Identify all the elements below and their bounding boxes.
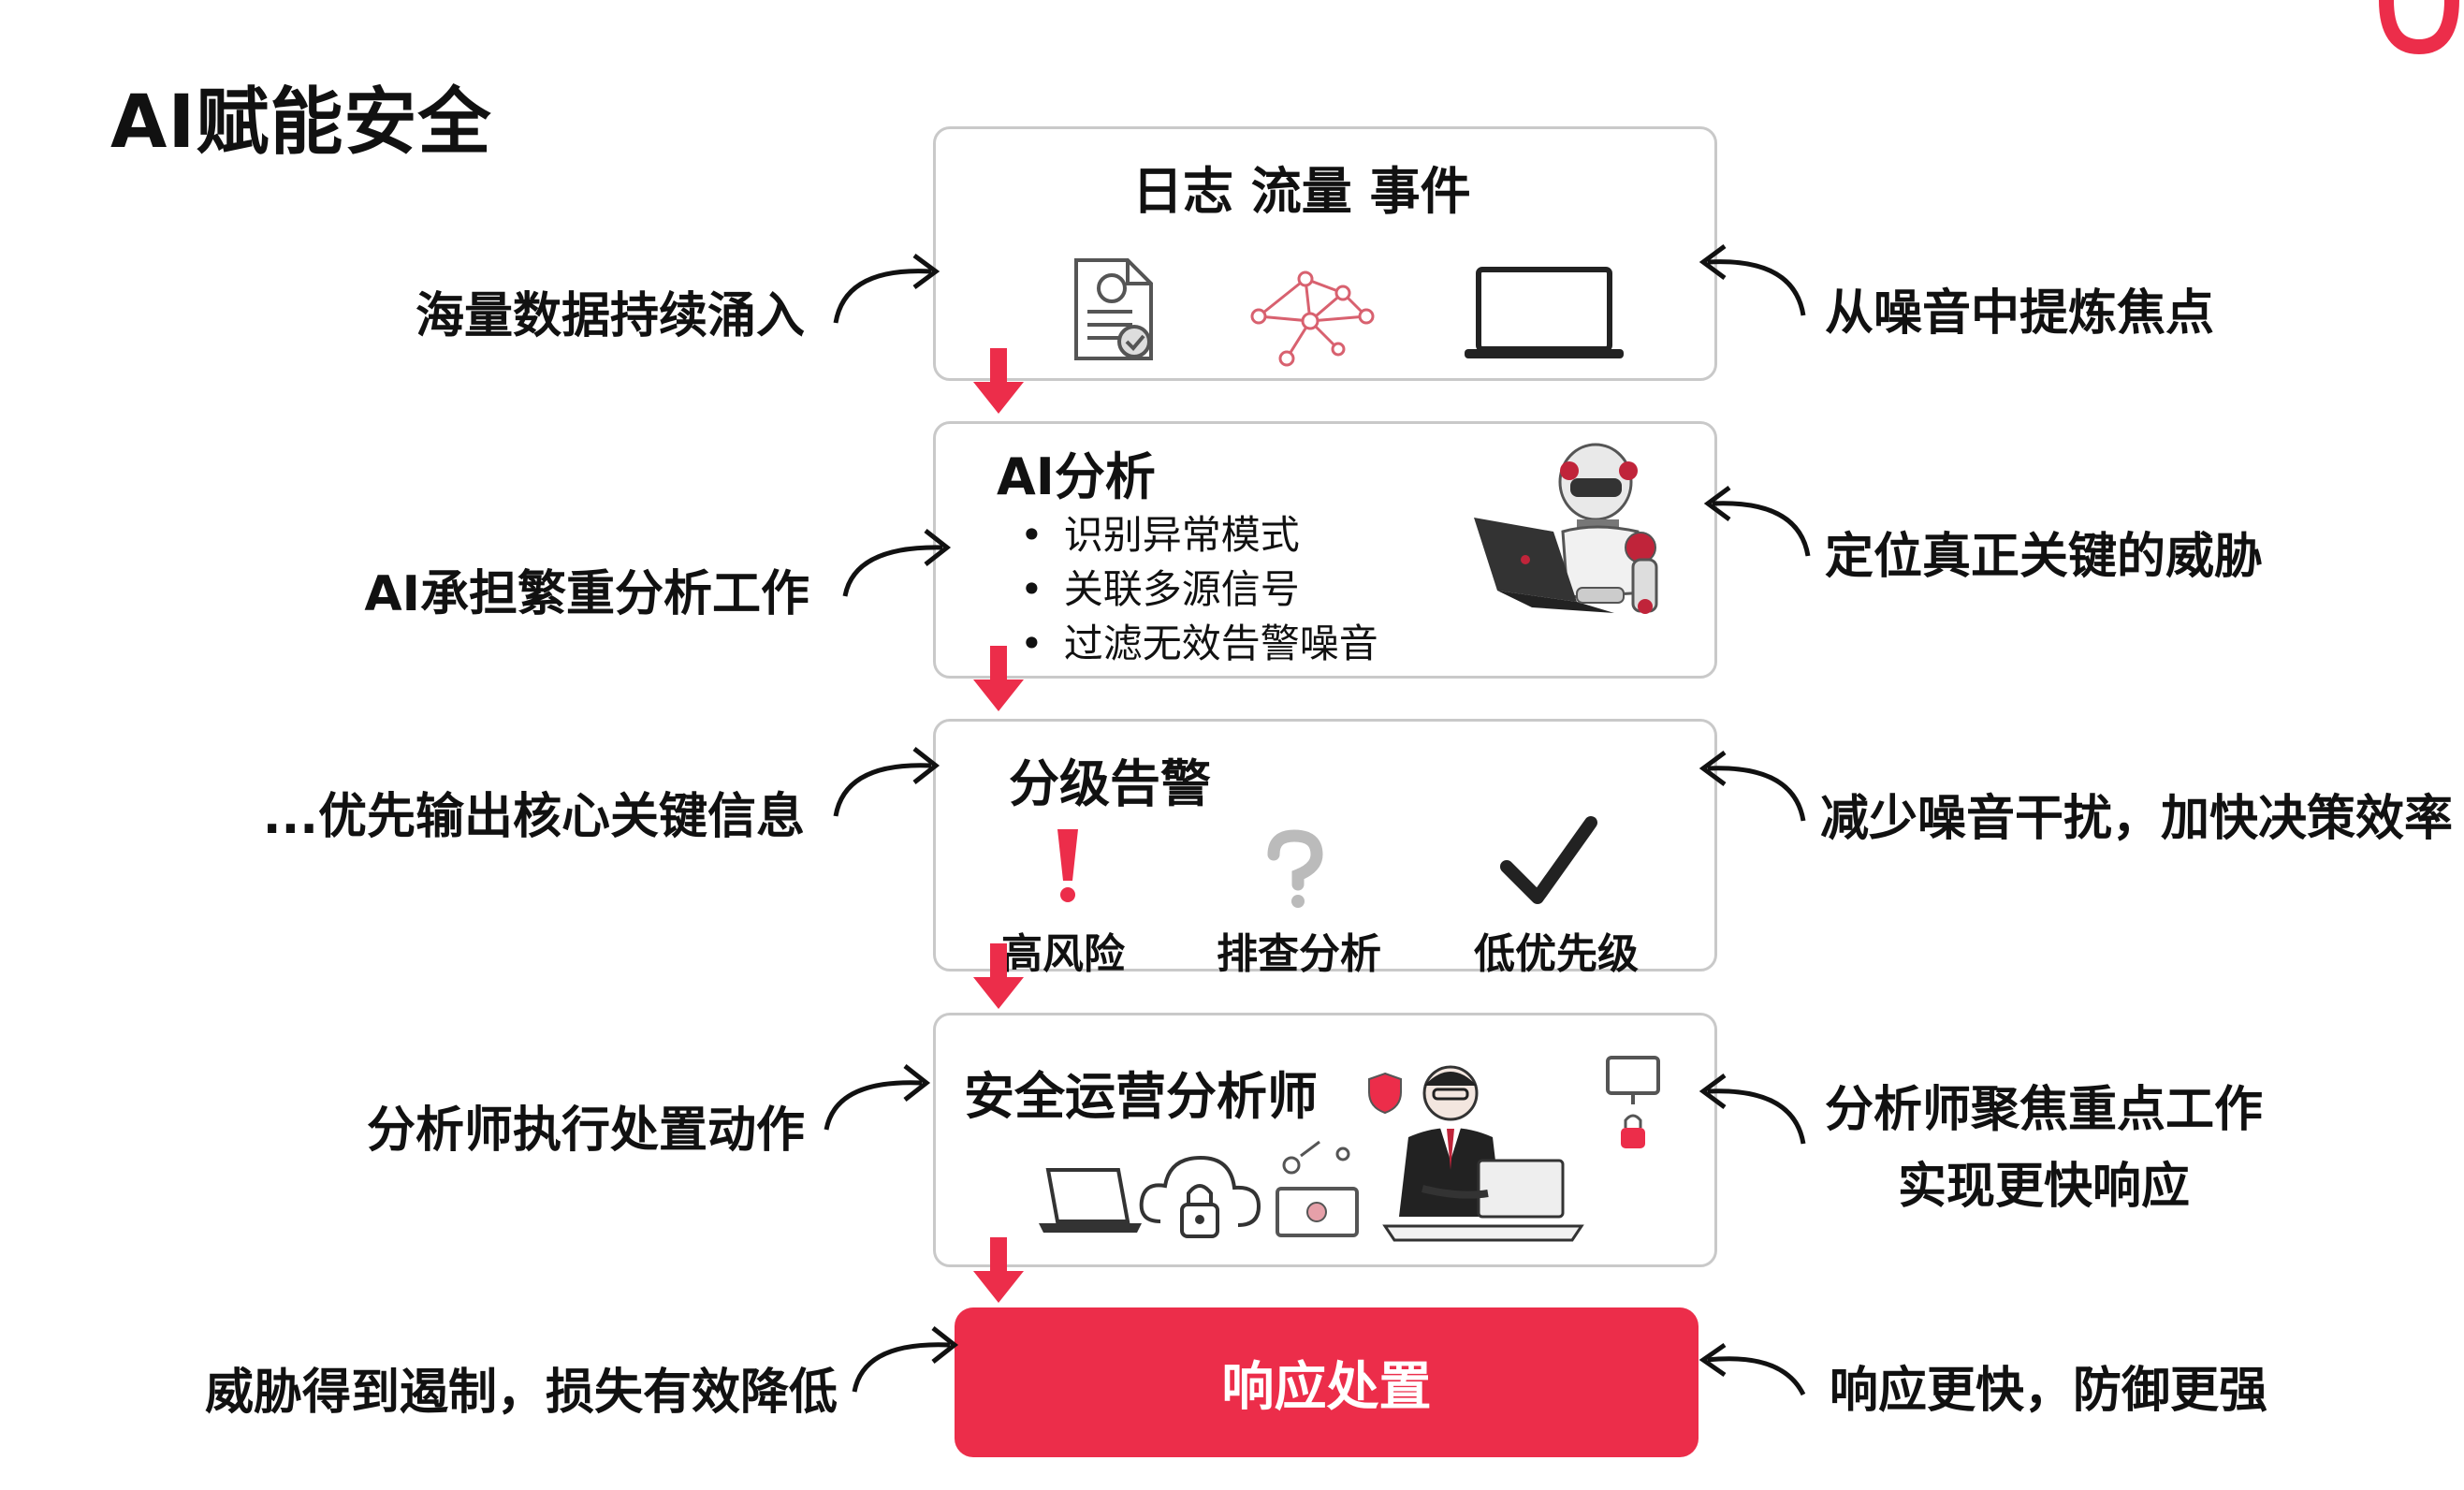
graded-alert-box: 分级告警 高风险 排查分析 低优先级 bbox=[933, 719, 1717, 978]
curved-arrow-icon bbox=[842, 529, 952, 597]
down-arrow-icon bbox=[973, 943, 1024, 1009]
soc-analyst-title: 安全运营分析师 bbox=[964, 1067, 1318, 1126]
curved-arrow-icon bbox=[833, 253, 940, 324]
network-graph-icon bbox=[1250, 270, 1375, 367]
curved-arrow-icon bbox=[1699, 1342, 1806, 1396]
right-note-4-line2: 实现更快响应 bbox=[1898, 1159, 2191, 1215]
graded-alert-title: 分级告警 bbox=[1009, 754, 1211, 813]
right-note-5: 响应更快，防御更强 bbox=[1830, 1363, 2268, 1419]
left-note-3: ...优先输出核心关键信息 bbox=[262, 789, 805, 845]
right-note-1: 从噪音中提炼焦点 bbox=[1825, 285, 2215, 342]
robot-analyst-icon bbox=[1474, 443, 1658, 614]
left-note-4: 分析师执行处置动作 bbox=[366, 1103, 805, 1159]
monitor-lock-icon bbox=[1606, 1056, 1660, 1148]
down-arrow-icon bbox=[973, 348, 1024, 414]
ai-analysis-box: AI分析 识别异常模式 关联多源信号 过滤无效告警噪音 bbox=[933, 421, 1717, 679]
right-note-3: 减少噪音干扰，加快决策效率 bbox=[1820, 791, 2454, 847]
curved-arrow-icon bbox=[1699, 1073, 1806, 1145]
curved-arrow-icon bbox=[1699, 243, 1806, 316]
left-note-5: 威胁得到遏制，损失有效降低 bbox=[204, 1365, 838, 1421]
checkmark-icon bbox=[1500, 816, 1597, 904]
laptop-icon bbox=[1465, 267, 1624, 358]
alert-level-low: 低优先级 bbox=[1474, 930, 1639, 978]
ai-bullet-item: 关联多源信号 bbox=[1020, 562, 1378, 617]
ai-bullet-item: 过滤无效告警噪音 bbox=[1020, 617, 1378, 671]
left-note-2: AI承担繁重分析工作 bbox=[364, 566, 809, 622]
soc-analyst-box: 安全运营分析师 bbox=[933, 1013, 1717, 1267]
curved-arrow-icon bbox=[852, 1326, 959, 1393]
page-title: AI赋能安全 bbox=[110, 80, 492, 165]
cloud-lock-icon bbox=[1139, 1155, 1261, 1238]
laptop-tools-icon bbox=[1276, 1140, 1359, 1237]
curved-arrow-icon bbox=[1699, 750, 1806, 822]
ai-analysis-title: AI分析 bbox=[997, 447, 1156, 506]
alert-level-high: 高风险 bbox=[1001, 930, 1125, 978]
shield-icon bbox=[1368, 1072, 1402, 1115]
question-icon bbox=[1267, 829, 1323, 908]
brand-logo-icon bbox=[2379, 0, 2459, 55]
analyst-person-icon bbox=[1382, 1065, 1584, 1242]
right-note-2: 定位真正关键的威胁 bbox=[1825, 529, 2264, 585]
alert-level-investigate: 排查分析 bbox=[1217, 930, 1381, 978]
ai-bullet-item: 识别异常模式 bbox=[1020, 508, 1378, 562]
document-check-icon bbox=[1074, 258, 1153, 360]
ai-analysis-bullets: 识别异常模式 关联多源信号 过滤无效告警噪音 bbox=[1020, 508, 1378, 671]
data-sources-title: 日志 流量 事件 bbox=[1132, 162, 1471, 221]
right-note-4: 分析师聚焦重点工作 实现更快响应 bbox=[1825, 1072, 2263, 1225]
left-note-1: 海量数据持续涌入 bbox=[415, 288, 805, 344]
data-sources-box: 日志 流量 事件 bbox=[933, 126, 1717, 381]
down-arrow-icon bbox=[973, 1237, 1024, 1303]
response-action-button[interactable]: 响应处置 bbox=[955, 1307, 1699, 1457]
exclamation-icon bbox=[1057, 829, 1078, 902]
curved-arrow-icon bbox=[833, 747, 940, 817]
curved-arrow-icon bbox=[1703, 485, 1811, 557]
right-note-4-line1: 分析师聚焦重点工作 bbox=[1825, 1082, 2264, 1138]
laptop-icon bbox=[1039, 1168, 1142, 1233]
down-arrow-icon bbox=[973, 646, 1024, 711]
curved-arrow-icon bbox=[824, 1064, 931, 1131]
